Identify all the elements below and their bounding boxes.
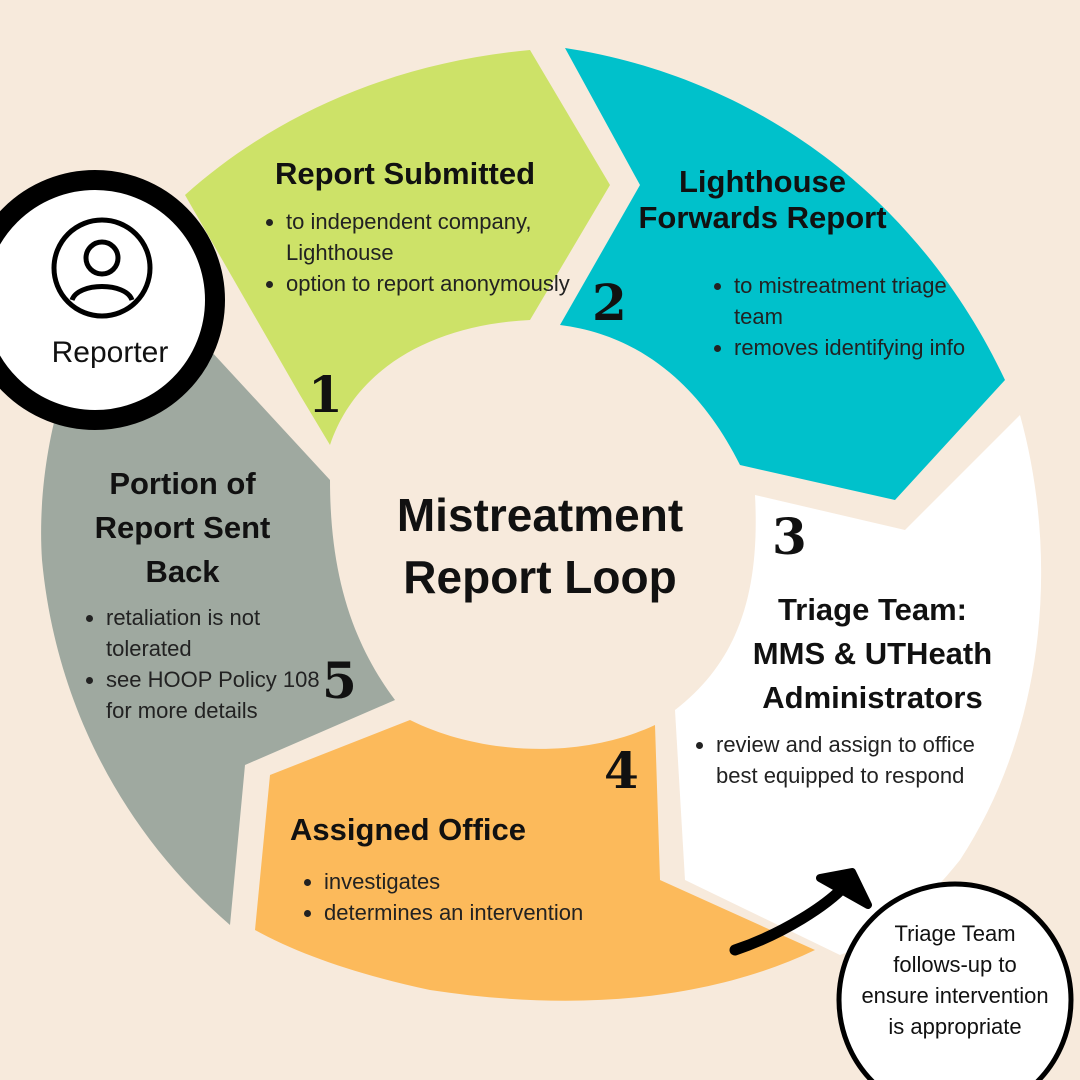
segment-assigned-office bbox=[255, 720, 815, 1001]
center-title-line1: Mistreatment bbox=[396, 489, 684, 541]
step-1-bullets: to independent company, Lighthouse optio… bbox=[260, 206, 576, 299]
reporter-label: Reporter bbox=[51, 336, 169, 369]
list-item: review and assign to office best equippe… bbox=[716, 729, 981, 791]
list-item: removes identifying info bbox=[734, 332, 969, 363]
step-2-title: Lighthouse Forwards Report bbox=[600, 164, 925, 237]
segment-lighthouse-forwards bbox=[560, 48, 1005, 500]
step-4-title: Assigned Office bbox=[290, 812, 570, 848]
followup-text: Triage Team follows-up to ensure interve… bbox=[861, 921, 1049, 1039]
list-item: determines an intervention bbox=[324, 897, 684, 928]
step-4-title-line1: Assigned Office bbox=[290, 812, 526, 847]
step-2-title-line1: Lighthouse bbox=[678, 164, 847, 199]
step-5-title-line3: Back bbox=[145, 554, 220, 589]
step-3-title-line2: MMS & UTHeath bbox=[752, 636, 993, 671]
segment-report-submitted bbox=[185, 50, 610, 445]
step-5-bullets: retaliation is not tolerated see HOOP Po… bbox=[80, 602, 336, 726]
list-item: to independent company, Lighthouse bbox=[286, 206, 576, 268]
step-3-bullets: review and assign to office best equippe… bbox=[690, 729, 981, 791]
step-5-title: Portion of Report Sent Back bbox=[60, 462, 305, 594]
center-title: Mistreatment Report Loop bbox=[330, 484, 750, 608]
curved-arrow-icon bbox=[729, 868, 872, 956]
step-1-title-line1: Report Submitted bbox=[274, 156, 536, 191]
list-item: to mistreatment triage team bbox=[734, 270, 969, 332]
step-5-number: 5 bbox=[322, 651, 357, 710]
step-5-title-line1: Portion of bbox=[109, 466, 256, 501]
step-2-number: 2 bbox=[592, 273, 627, 332]
list-item: retaliation is not tolerated bbox=[106, 602, 336, 664]
person-icon bbox=[51, 217, 153, 319]
step-3-number: 3 bbox=[772, 507, 807, 566]
step-4-number: 4 bbox=[604, 741, 639, 800]
step-1-title: Report Submitted bbox=[235, 156, 575, 192]
step-3-title: Triage Team: MMS & UTHeath Administrator… bbox=[710, 588, 1035, 720]
step-4-bullets: investigates determines an intervention bbox=[298, 866, 684, 928]
step-2-bullets: to mistreatment triage team removes iden… bbox=[708, 270, 969, 363]
list-item: option to report anonymously bbox=[286, 268, 576, 299]
reporter-circle bbox=[0, 170, 225, 430]
segment-portion-sent-back bbox=[41, 336, 396, 926]
followup-circle bbox=[836, 881, 1074, 1080]
center-title-line2: Report Loop bbox=[403, 551, 677, 603]
segment-triage-team bbox=[675, 415, 1042, 955]
step-1-number: 1 bbox=[308, 365, 343, 424]
step-2-title-line2: Forwards Report bbox=[638, 200, 887, 236]
step-5-title-line2: Report Sent bbox=[94, 510, 271, 545]
list-item: investigates bbox=[324, 866, 684, 897]
step-3-title-line3: Administrators bbox=[762, 680, 983, 715]
list-item: see HOOP Policy 108 for more details bbox=[106, 664, 336, 726]
step-3-title-line1: Triage Team: bbox=[778, 592, 967, 627]
